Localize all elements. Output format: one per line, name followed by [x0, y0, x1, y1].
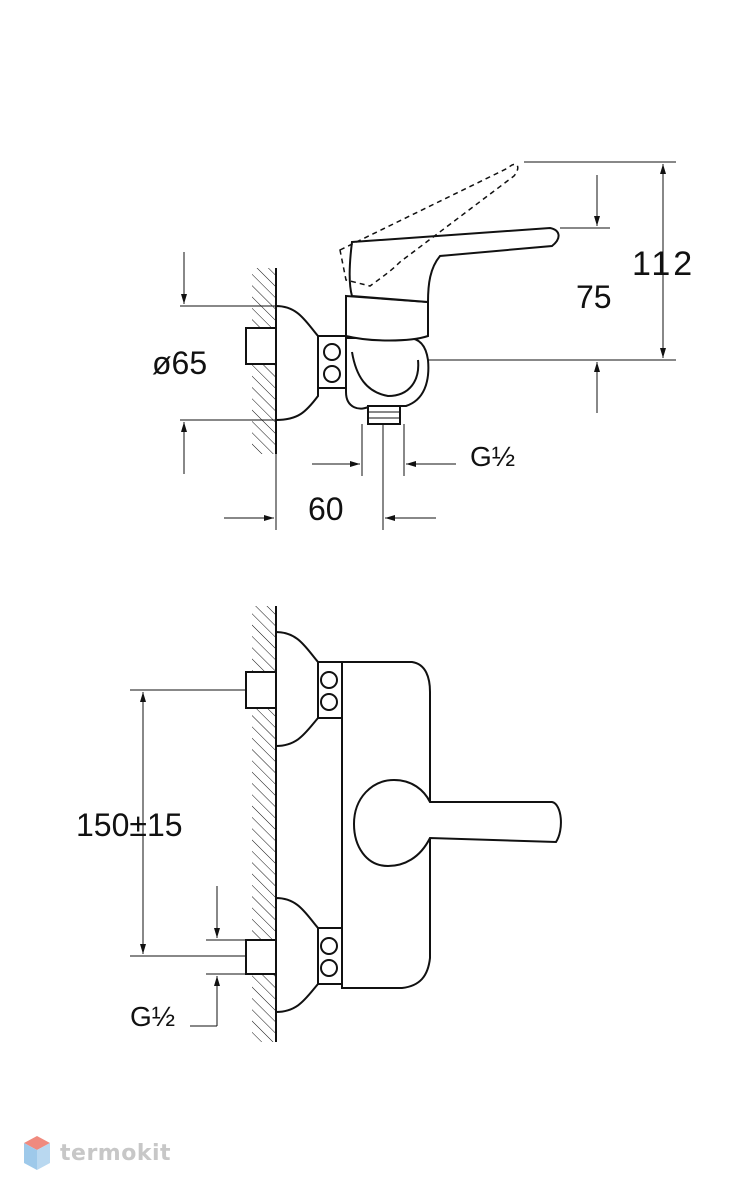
termokit-watermark: termokit [22, 1134, 171, 1172]
dim-label-112: 112 [632, 245, 695, 283]
dim-label-flange-diameter: ø65 [152, 345, 207, 381]
front-view [245, 606, 562, 1042]
termokit-logo-icon [24, 1136, 50, 1170]
dim-label-center-distance: 150±15 [76, 807, 183, 843]
front-handle [352, 778, 562, 868]
side-dimensions [180, 161, 676, 530]
side-cartridge [345, 294, 429, 342]
side-nut-hole-top [323, 343, 341, 361]
front-inlet-stub-top [245, 671, 277, 709]
side-lever [348, 226, 560, 304]
dim-label-75: 75 [576, 279, 612, 315]
side-inlet-stub [245, 327, 277, 365]
side-nut-hole-bottom [323, 365, 341, 383]
side-view [245, 163, 560, 454]
front-flange-bottom [275, 896, 319, 1014]
side-outlet [367, 405, 401, 425]
front-inlet-stub-bottom [245, 939, 277, 975]
side-spout-curve [351, 351, 420, 398]
dim-label-inlet-thread: G½ [130, 1001, 175, 1032]
front-dimensions [130, 689, 246, 1027]
front-flange-top [275, 630, 319, 748]
side-flange [275, 304, 319, 422]
side-lever-raised [339, 163, 519, 287]
dim-label-outlet-thread: G½ [470, 441, 515, 472]
dim-label-60: 60 [308, 491, 344, 527]
watermark-brand-text: termokit [60, 1140, 172, 1166]
